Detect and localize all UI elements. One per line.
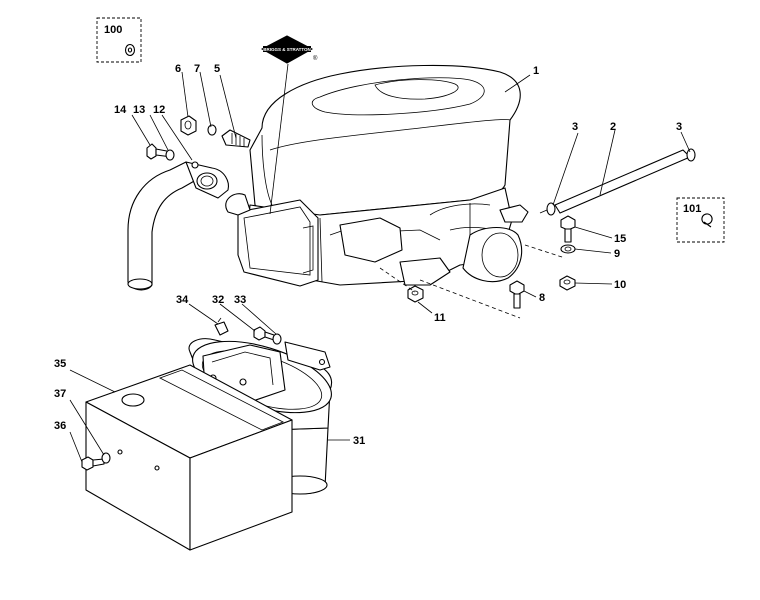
- clip-34: [214, 317, 229, 336]
- callout-6: 6: [175, 63, 181, 75]
- callout-10: 10: [614, 279, 626, 291]
- heat-shield-35: [85, 364, 293, 551]
- washer-33: [272, 333, 282, 345]
- callout-3-right: 3: [676, 121, 682, 133]
- callout-34: 34: [176, 294, 189, 306]
- callout-7: 7: [194, 63, 200, 75]
- callout-101: 101: [683, 203, 701, 215]
- nut-9: [560, 244, 576, 254]
- callout-1: 1: [533, 65, 539, 77]
- callout-2: 2: [610, 121, 616, 133]
- washer-13: [165, 149, 175, 161]
- callout-12: 12: [153, 104, 165, 116]
- callout-31: 31: [353, 435, 365, 447]
- callout-100: 100: [104, 24, 122, 36]
- nut-10: [559, 275, 576, 291]
- fuel-line: [554, 149, 696, 214]
- callout-5: 5: [214, 63, 220, 75]
- callout-37: 37: [54, 388, 66, 400]
- callout-labels: 1 2 3 3 5 6 7 8 9 10 11 12 13 14 15 31 3…: [54, 63, 682, 447]
- callout-32: 32: [212, 294, 224, 306]
- engine-assembly: [225, 64, 529, 287]
- washer-7: [207, 124, 217, 136]
- hose-clamp-right: [686, 148, 696, 162]
- exhaust-pipe: [127, 161, 229, 291]
- callout-9: 9: [614, 248, 620, 260]
- bolt-8: [509, 280, 525, 309]
- reference-box-100: 100: [96, 17, 142, 63]
- screw-36: [81, 456, 105, 471]
- briggs-stratton-logo: BRIGGS & STRATTON ®: [260, 35, 318, 64]
- leader-lines: [69, 63, 691, 463]
- callout-36: 36: [54, 420, 66, 432]
- callout-33: 33: [234, 294, 246, 306]
- stud-5: [221, 129, 251, 148]
- callout-13: 13: [133, 104, 145, 116]
- callout-3-left: 3: [572, 121, 578, 133]
- logo-text: BRIGGS & STRATTON: [263, 47, 311, 52]
- hose-clamp-101-icon: [701, 213, 713, 228]
- callout-14: 14: [114, 104, 127, 116]
- callout-15: 15: [614, 233, 626, 245]
- reference-box-101: 101: [676, 197, 725, 243]
- screw-32: [253, 326, 275, 341]
- hose-clamp-left: [539, 202, 556, 216]
- washer-37: [101, 452, 111, 464]
- nut-6: [180, 115, 197, 136]
- bolt-15: [560, 215, 576, 243]
- callout-35: 35: [54, 358, 66, 370]
- callout-11: 11: [434, 312, 446, 324]
- registered-mark: ®: [313, 55, 318, 62]
- callout-8: 8: [539, 292, 545, 304]
